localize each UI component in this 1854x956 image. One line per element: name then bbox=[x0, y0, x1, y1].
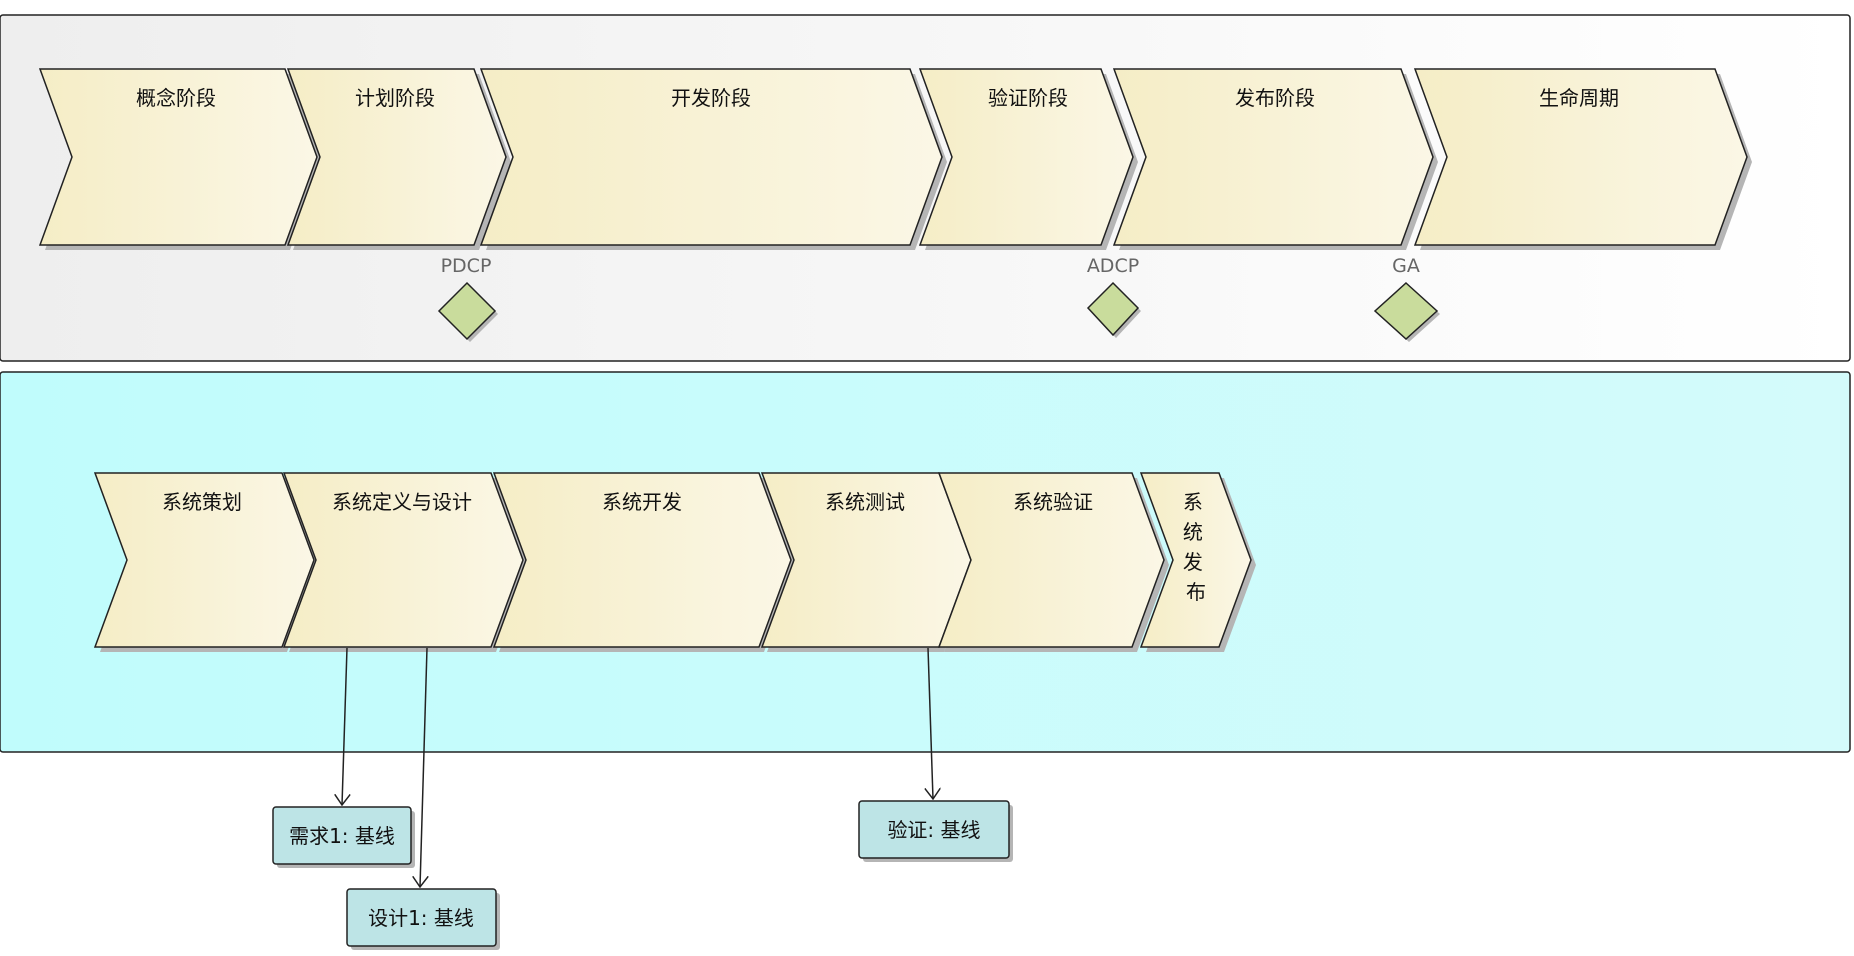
phase-system-definition-design[interactable]: 系统定义与设计 bbox=[282, 472, 528, 652]
baseline-verification[interactable]: 验证: 基线 bbox=[858, 800, 1013, 862]
phase-planning[interactable]: 计划阶段 bbox=[286, 68, 511, 250]
baseline-design-label: 设计1: 基线 bbox=[368, 906, 474, 930]
system-process-lane: 系统策划 系统定义与设计 系统开发 系统测试 系统验证 系 统 bbox=[0, 371, 1851, 753]
milestone-ga[interactable]: GA bbox=[1373, 255, 1440, 342]
lifecycle-lane: 概念阶段 计划阶段 开发阶段 验证阶段 发布阶段 生命周期 bbox=[0, 14, 1851, 362]
phase-system-development[interactable]: 系统开发 bbox=[492, 472, 796, 652]
phase-lifecycle-label: 生命周期 bbox=[1539, 86, 1619, 110]
phase-system-development-label: 系统开发 bbox=[602, 490, 682, 514]
phase-lifecycle[interactable]: 生命周期 bbox=[1413, 68, 1752, 250]
milestone-adcp-label: ADCP bbox=[1087, 255, 1139, 277]
phase-system-testing[interactable]: 系统测试 bbox=[760, 472, 976, 652]
phase-release-label: 发布阶段 bbox=[1235, 86, 1315, 110]
phase-system-planning-label: 系统策划 bbox=[162, 490, 242, 514]
milestone-pdcp[interactable]: PDCP bbox=[437, 255, 498, 342]
phase-system-validation-label: 系统验证 bbox=[1013, 490, 1093, 514]
milestone-adcp[interactable]: ADCP bbox=[1087, 255, 1141, 338]
connector-verification bbox=[928, 647, 933, 799]
phase-system-testing-label: 系统测试 bbox=[825, 490, 905, 514]
phase-validation-label: 验证阶段 bbox=[988, 86, 1068, 110]
connector-design bbox=[420, 647, 427, 887]
connector-requirements bbox=[342, 647, 347, 805]
phase-validation[interactable]: 验证阶段 bbox=[918, 68, 1138, 250]
phase-development[interactable]: 开发阶段 bbox=[479, 68, 947, 250]
milestone-ga-label: GA bbox=[1392, 255, 1420, 277]
phase-system-planning[interactable]: 系统策划 bbox=[93, 472, 319, 652]
baseline-design[interactable]: 设计1: 基线 bbox=[346, 888, 500, 950]
phase-development-label: 开发阶段 bbox=[671, 86, 751, 110]
baseline-connectors bbox=[342, 647, 933, 887]
phase-system-release[interactable]: 系 统 发 布 bbox=[1139, 472, 1256, 652]
phase-system-validation[interactable]: 系统验证 bbox=[937, 472, 1169, 652]
milestone-pdcp-label: PDCP bbox=[441, 255, 492, 277]
phase-system-release-label: 系 统 发 布 bbox=[1183, 490, 1209, 604]
phase-system-definition-design-label: 系统定义与设计 bbox=[332, 490, 472, 514]
baseline-requirements-label: 需求1: 基线 bbox=[289, 824, 395, 848]
baseline-requirements[interactable]: 需求1: 基线 bbox=[272, 806, 415, 868]
baseline-verification-label: 验证: 基线 bbox=[887, 818, 980, 842]
phase-concept-label: 概念阶段 bbox=[136, 86, 216, 110]
phase-concept[interactable]: 概念阶段 bbox=[38, 68, 322, 250]
phase-planning-label: 计划阶段 bbox=[355, 86, 435, 110]
phase-release[interactable]: 发布阶段 bbox=[1112, 68, 1438, 250]
